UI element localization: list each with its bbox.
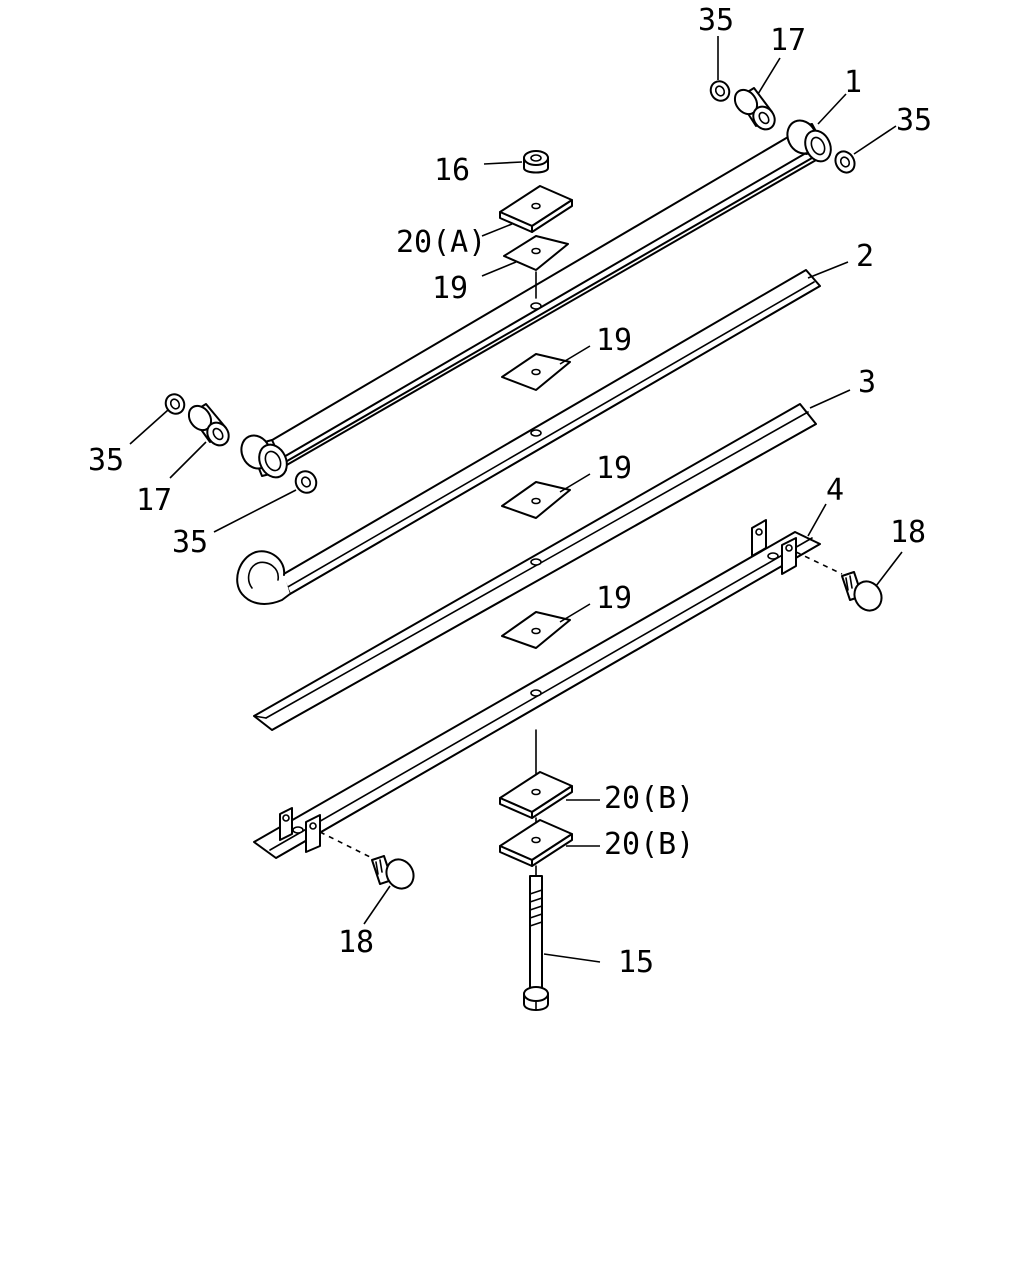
bolt-18-right	[795, 551, 883, 612]
callout-2: 2	[856, 239, 874, 274]
callout-4: 4	[826, 473, 844, 508]
callout-16: 16	[434, 153, 470, 188]
washer-35-top	[709, 80, 731, 102]
leaf-4-left-clip	[279, 807, 321, 853]
leaf-4-right-clip	[751, 519, 797, 575]
callout-20b-lower: 20(B)	[604, 827, 694, 862]
callout-1: 1	[844, 65, 862, 100]
plate-20b-upper	[499, 771, 573, 819]
callout-17-top: 17	[770, 23, 806, 58]
callout-15: 15	[618, 945, 654, 980]
leaf-1	[240, 119, 832, 479]
plate-20b-lower	[499, 819, 573, 867]
washer-35-mid	[294, 470, 318, 494]
callout-35-mid: 35	[172, 525, 208, 560]
leaf-4	[253, 519, 821, 859]
callout-18-left: 18	[338, 925, 374, 960]
leaf-3-center-hole	[530, 558, 542, 566]
bolt-18-left	[319, 831, 415, 890]
callout-18-right: 18	[890, 515, 926, 550]
callout-35-right: 35	[896, 103, 932, 138]
bushing-17-top	[733, 87, 776, 131]
callout-20a: 20(A)	[396, 225, 486, 260]
leaf-2-center-hole	[530, 429, 542, 437]
callout-20b-upper: 20(B)	[604, 781, 694, 816]
shim-19-d	[501, 611, 571, 649]
callout-labels: 35 17 1 35 16 20(A) 19 2 19 3 35 17 19 4…	[88, 3, 932, 980]
leaf-3	[253, 403, 817, 731]
callout-19-b: 19	[596, 323, 632, 358]
plate-20a	[499, 185, 573, 233]
leaf-2-wrapped-eye	[236, 550, 291, 605]
washer-35-left	[164, 393, 186, 415]
leaf-1-center-hole	[530, 302, 542, 310]
callout-35-top: 35	[698, 3, 734, 38]
shim-19-b	[501, 353, 571, 391]
leaf-2	[236, 269, 821, 605]
callout-19-c: 19	[596, 451, 632, 486]
washer-35-right	[834, 150, 856, 174]
callout-17-left: 17	[136, 483, 172, 518]
center-bolt-15	[523, 865, 549, 1011]
leaf-1-left-eye	[240, 434, 288, 479]
callout-35-left: 35	[88, 443, 124, 478]
leader-lines	[129, 36, 903, 963]
callout-19-a: 19	[432, 271, 468, 306]
leaf-4-center-hole	[530, 689, 542, 697]
nut-16	[523, 150, 549, 174]
leaf-1-right-eye	[786, 119, 832, 163]
shim-19-c	[501, 481, 571, 519]
callout-19-d: 19	[596, 581, 632, 616]
shim-19-top	[503, 235, 569, 271]
callout-3: 3	[858, 365, 876, 400]
bushing-17-left	[187, 403, 230, 447]
